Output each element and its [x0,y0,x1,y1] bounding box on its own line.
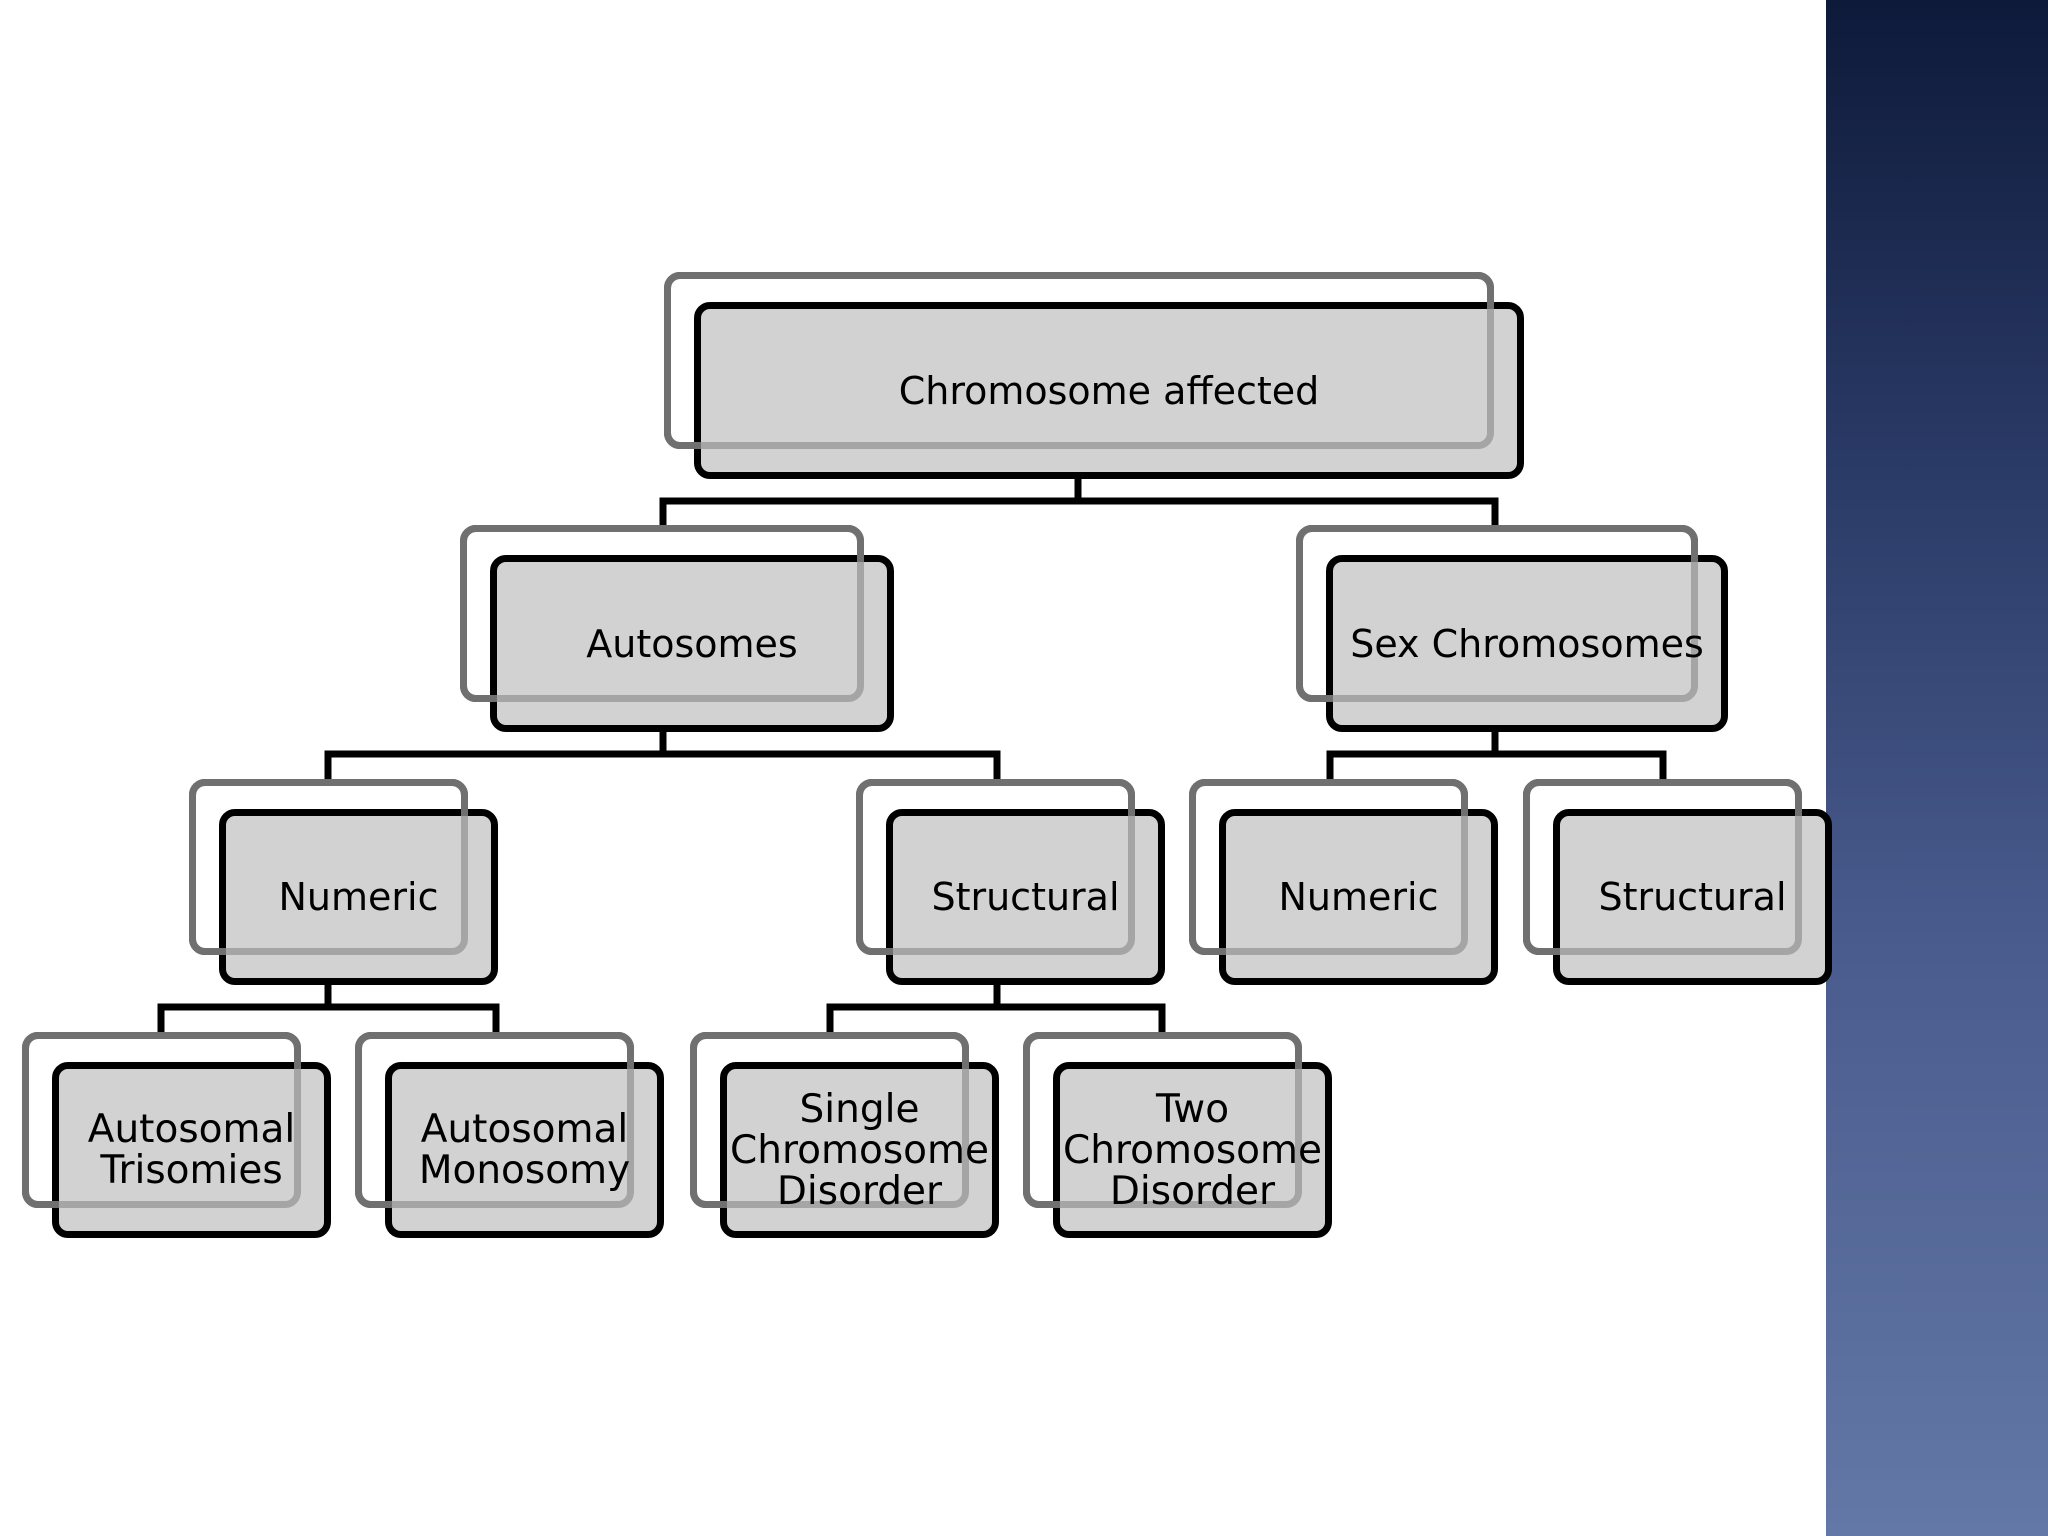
node-label: Autosomal Trisomies [87,1107,296,1193]
node-box [720,1062,999,1238]
decorative-side-panel [1826,0,2048,1536]
node-label: Numeric [278,875,439,919]
node-label: Sex Chromosomes [1350,621,1704,666]
node-box [490,555,894,732]
node-structural-sex: Structural [1523,779,1832,985]
node-structural-autosomal: Structural [856,779,1165,985]
node-box [52,1062,331,1238]
node-box [1326,555,1728,732]
node-autosomes: Autosomes [460,525,894,732]
node-numeric-autosomal: Numeric [189,779,498,985]
node-label: Autosomes [586,621,798,666]
node-label: Structural [931,875,1120,919]
node-box [385,1062,664,1238]
node-label: Single Chromosome Disorder [730,1086,990,1214]
node-label: Numeric [1278,875,1439,919]
node-box [1553,809,1832,985]
node-label: Autosomal Monosomy [418,1107,631,1193]
node-box [219,809,498,985]
node-autosomal-monosomy: Autosomal Monosomy [355,1032,664,1238]
node-sex-chromosomes: Sex Chromosomes [1296,525,1728,732]
node-chromosome-affected: Chromosome affected [664,272,1524,479]
node-label: Structural [1598,875,1787,919]
node-box [1053,1062,1332,1238]
node-autosomal-trisomies: Autosomal Trisomies [22,1032,331,1238]
node-box [1219,809,1498,985]
node-single-chromosome-disorder: Single Chromosome Disorder [690,1032,999,1238]
node-two-chromosome-disorder: Two Chromosome Disorder [1023,1032,1332,1238]
node-numeric-sex: Numeric [1189,779,1498,985]
node-box [886,809,1165,985]
node-label: Chromosome affected [898,368,1320,413]
node-label: Two Chromosome Disorder [1063,1086,1323,1214]
node-box [694,302,1524,479]
